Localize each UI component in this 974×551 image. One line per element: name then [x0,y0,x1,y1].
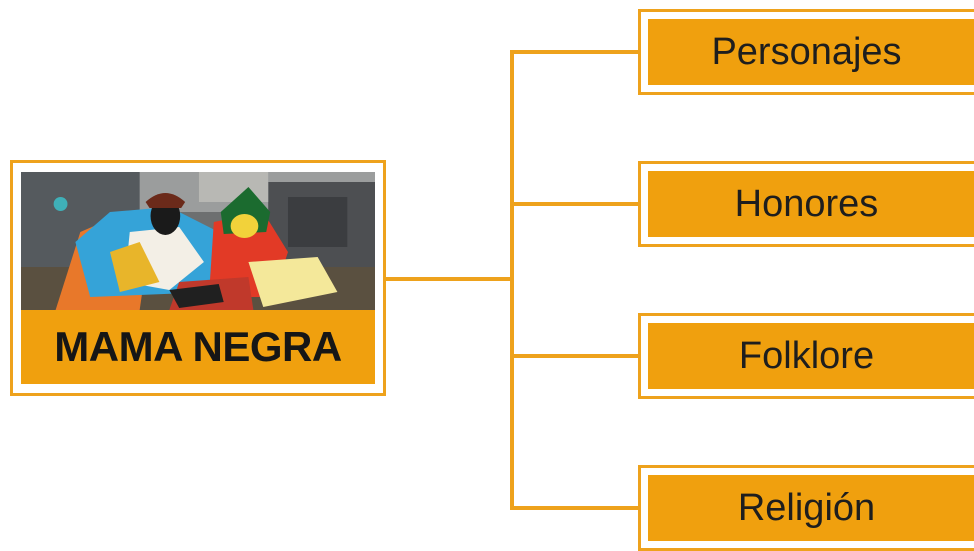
child-node-inner: Personajes [648,19,974,85]
child-node-inner: Honores [648,171,974,237]
child-node-personajes: Personajes [638,9,974,95]
child-label: Folklore [738,334,875,377]
root-node: MAMA NEGRA [10,160,386,396]
child-label: Personajes [711,30,902,73]
child-label: Religión [737,486,876,529]
child-node-religion: Religión [638,465,974,551]
child-node-inner: Folklore [648,323,974,389]
child-node-folklore: Folklore [638,313,974,399]
root-title: MAMA NEGRA [54,323,342,370]
child-label: Honores [734,182,879,225]
festival-dancers-photo [21,172,375,310]
root-node-inner: MAMA NEGRA [21,172,375,384]
child-node-inner: Religión [648,475,974,541]
child-node-honores: Honores [638,161,974,247]
